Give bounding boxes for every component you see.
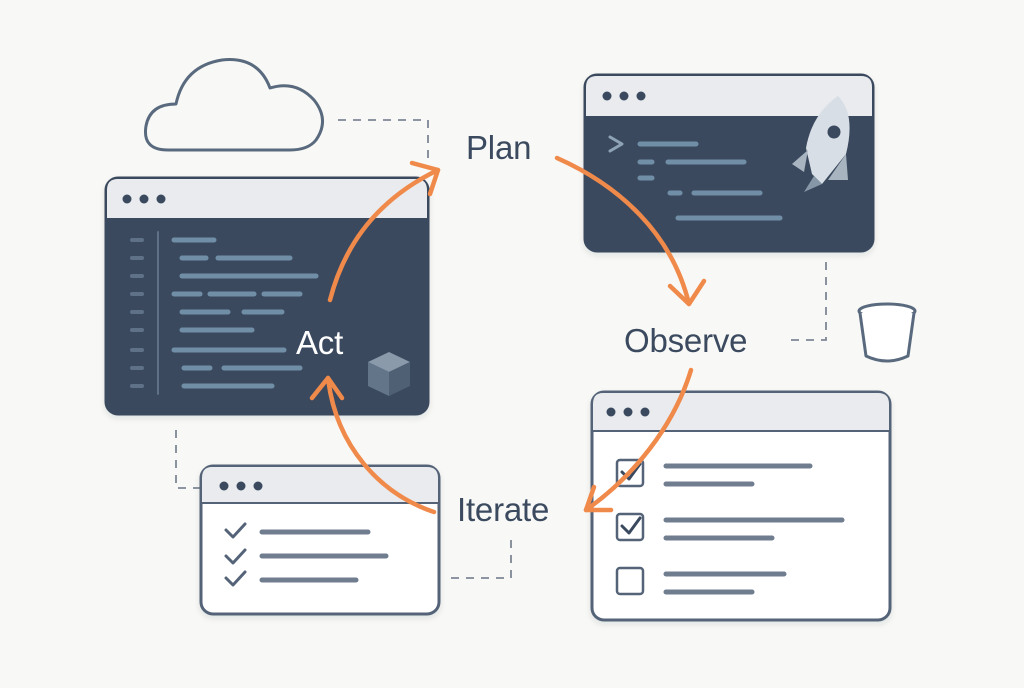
rocket-icon (792, 96, 850, 192)
list-lines (663, 463, 845, 595)
terminal-lines (637, 141, 783, 221)
checklist-window-small (199, 464, 441, 616)
window-controls (602, 91, 646, 101)
step-label-act: Act (296, 324, 344, 361)
connector-rocket-panel-to-bucket (790, 262, 827, 341)
line-number-gutter (130, 231, 159, 395)
checklist-window-large (590, 390, 892, 622)
window-controls (606, 407, 650, 417)
check-icon (224, 548, 247, 565)
arrow-plan-to-observe-head (667, 278, 707, 307)
code-lines (171, 237, 319, 389)
checkbox-icon (615, 512, 645, 542)
bucket-icon (857, 302, 917, 363)
checkbox-icon (615, 458, 645, 488)
code-editor-window (104, 176, 430, 416)
arrow-observe-to-iterate-head (583, 484, 614, 513)
step-label-plan: Plan (466, 129, 532, 166)
window-controls (219, 481, 263, 491)
checkbox-icon (615, 566, 645, 596)
arrow-act-to-plan-head (409, 160, 441, 197)
arrow-observe-to-iterate (583, 367, 694, 513)
step-label-observe: Observe (624, 322, 748, 359)
arrow-iterate-to-act (325, 375, 437, 515)
arrow-act-to-plan (327, 167, 441, 303)
arrow-iterate-to-act-head (309, 375, 345, 401)
cube-icon (368, 352, 410, 396)
connector-cloud-to-plan (338, 119, 429, 160)
check-icon (224, 570, 247, 587)
terminal-prompt-icon (608, 135, 624, 153)
check-icon (224, 522, 247, 539)
arrow-plan-to-observe (554, 155, 692, 307)
step-label-iterate: Iterate (457, 491, 550, 528)
window-controls (122, 194, 166, 204)
list-lines (259, 529, 389, 583)
terminal-window (583, 73, 875, 253)
cycle-arrows (309, 155, 707, 515)
cloud-icon (143, 58, 324, 152)
connector-iterate-to-checklist (450, 540, 512, 579)
connector-editor-to-checklist (175, 430, 200, 489)
dashed-connectors (175, 119, 827, 579)
